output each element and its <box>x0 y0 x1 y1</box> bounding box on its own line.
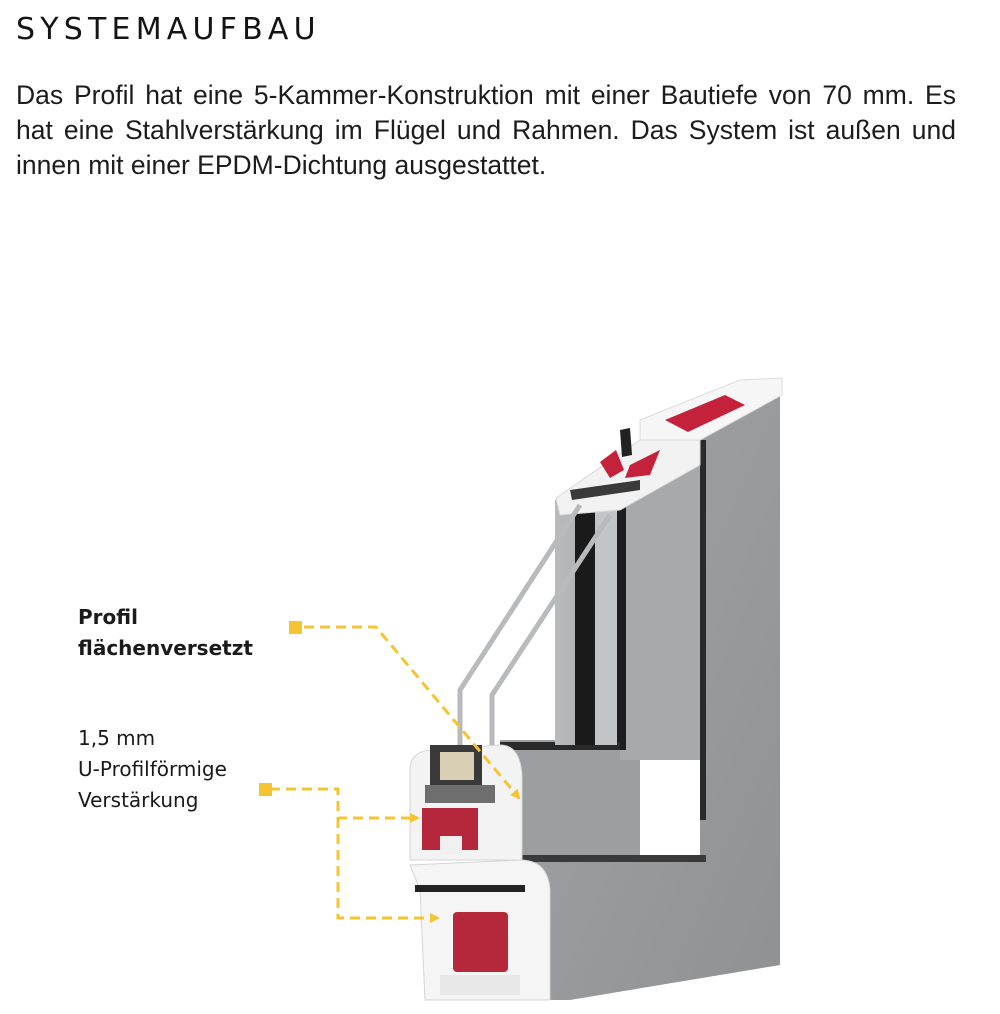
window-profile-figure: Profil flächenversetzt 1,5 mm U-Profilfö… <box>0 300 1000 1014</box>
window-profile-illustration <box>259 377 783 1001</box>
callout-marker-verstaerkung <box>259 783 272 796</box>
callout-label-verstaerkung: 1,5 mm U-Profilförmige Verstärkung <box>78 723 227 816</box>
callout-label-profil: Profil flächenversetzt <box>78 602 253 664</box>
top-cross-section <box>555 377 783 516</box>
page-title: SYSTEMAUFBAU <box>16 12 321 47</box>
frame-gray-face <box>500 378 780 1000</box>
callout-line-verstaerkung-sash <box>270 787 420 823</box>
callout-label-line: U-Profilförmige <box>78 757 227 781</box>
callout-label-line: 1,5 mm <box>78 726 156 750</box>
callout-line-verstaerkung-frame <box>336 818 440 923</box>
callout-marker-profil <box>289 621 302 634</box>
intro-paragraph: Das Profil hat eine 5-Kammer-Konstruktio… <box>16 80 956 180</box>
callout-line-profil <box>304 625 521 800</box>
bottom-cross-section <box>409 744 551 1001</box>
callout-label-line: Profil <box>78 605 138 629</box>
glass-panes <box>457 503 613 745</box>
callout-lines <box>270 625 521 923</box>
callout-label-line: Verstärkung <box>78 788 199 812</box>
callout-label-line: flächenversetzt <box>78 636 253 660</box>
